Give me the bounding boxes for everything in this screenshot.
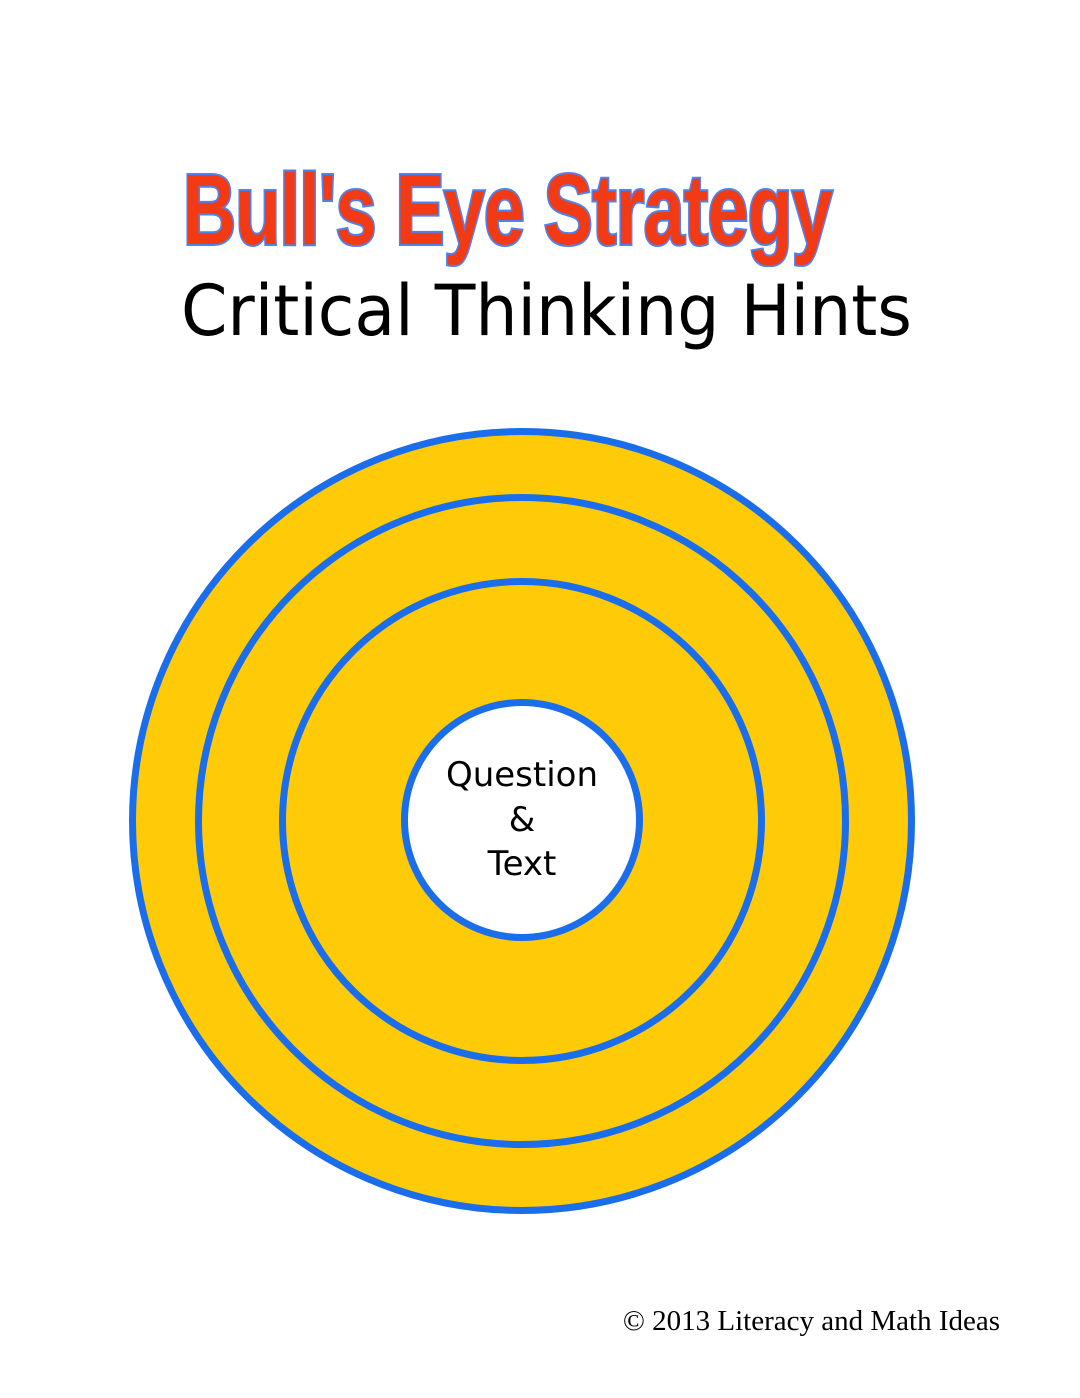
- page-subtitle: Critical Thinking Hints: [181, 270, 912, 352]
- center-label-line-3: Text: [487, 844, 557, 885]
- bullseye-center-circle: Question & Text: [401, 699, 643, 941]
- center-label-line-2: &: [508, 799, 536, 840]
- copyright-text: © 2013 Literacy and Math Ideas: [622, 1305, 1000, 1337]
- page-title: Bull's Eye Strategy: [182, 154, 835, 266]
- center-label-line-1: Question: [445, 754, 599, 795]
